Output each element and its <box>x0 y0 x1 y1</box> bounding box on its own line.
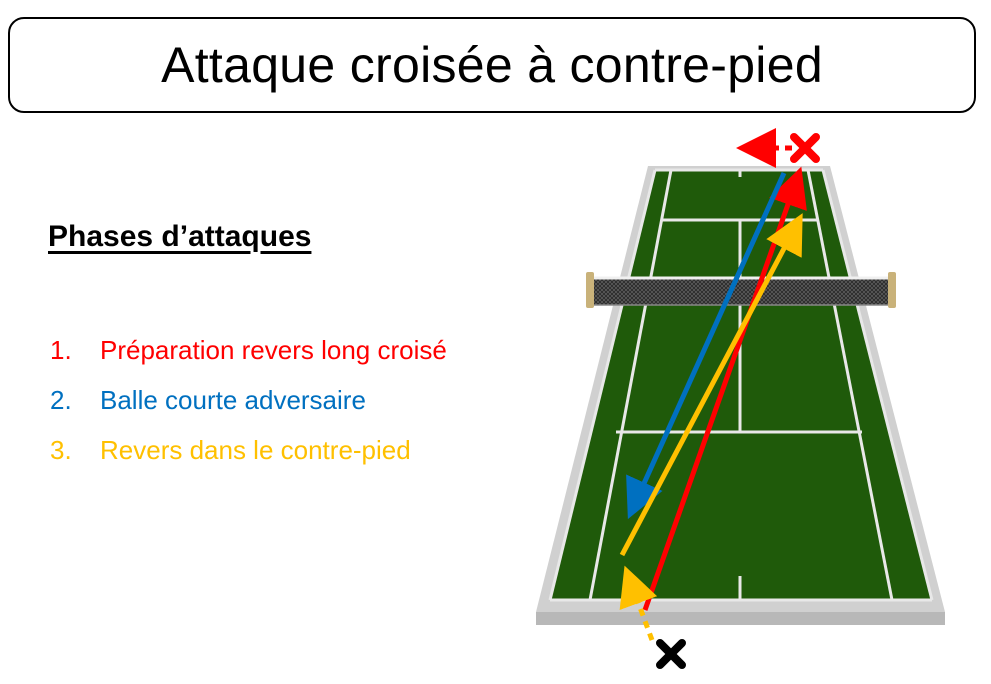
phase-number: 1. <box>50 335 72 365</box>
phase-list: 1. Préparation revers long croisé 2. Bal… <box>50 332 480 482</box>
court-base-edge <box>536 612 945 625</box>
phase-text: Balle courte adversaire <box>100 385 366 415</box>
phase-number: 3. <box>50 435 72 465</box>
tennis-net <box>586 272 896 308</box>
phase-number: 2. <box>50 385 72 415</box>
net-post-right <box>888 272 896 308</box>
cross-icon <box>790 133 820 163</box>
court-lines <box>548 168 934 602</box>
phase-text: Préparation revers long croisé <box>100 335 447 365</box>
player-bottom-movement-arrow <box>619 565 658 641</box>
phase-item-1: 1. Préparation revers long croisé <box>50 332 480 368</box>
phase2-arrow <box>626 171 787 520</box>
phases-heading: Phases d’attaques <box>48 220 312 253</box>
cross-icon <box>656 639 686 669</box>
title-box: Attaque croisée à contre-pied <box>8 17 976 113</box>
net-post-left <box>586 272 594 308</box>
phase-item-3: 3. Revers dans le contre-pied <box>50 432 480 468</box>
phase3-arrow <box>619 213 803 557</box>
phase-text: Revers dans le contre-pied <box>100 435 411 465</box>
page-title: Attaque croisée à contre-pied <box>161 37 823 93</box>
phase-item-2: 2. Balle courte adversaire <box>50 382 480 418</box>
